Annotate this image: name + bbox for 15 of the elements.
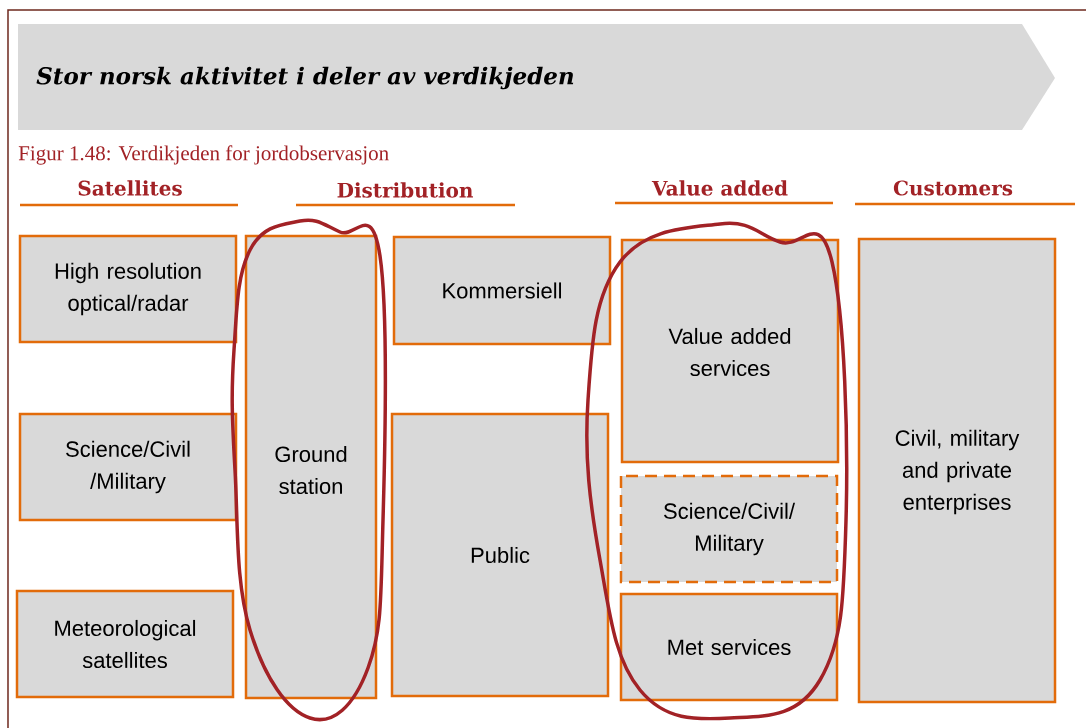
process-box: Public — [390, 412, 610, 698]
process-box: Kommersiell — [392, 235, 612, 346]
column-heading: Value added — [651, 180, 788, 196]
process-box: Ground station — [244, 234, 378, 700]
column-heading: Satellites — [78, 180, 182, 196]
process-box: Science/Civil/ Military — [619, 474, 839, 584]
process-box: High resolution optical/radar — [18, 234, 238, 344]
process-box: Value added services — [620, 238, 840, 464]
column-heading: Distribution — [337, 182, 473, 198]
process-box: Meteorological satellites — [15, 589, 235, 699]
column-heading: Customers — [893, 180, 1013, 196]
figure-caption: Figur 1.48: Verdikjeden for jordobservasjon — [18, 145, 389, 165]
process-box: Science/Civil /Military — [18, 412, 238, 522]
process-box: Met services — [619, 592, 839, 702]
process-box: Civil, military and private enterprises — [857, 237, 1057, 704]
